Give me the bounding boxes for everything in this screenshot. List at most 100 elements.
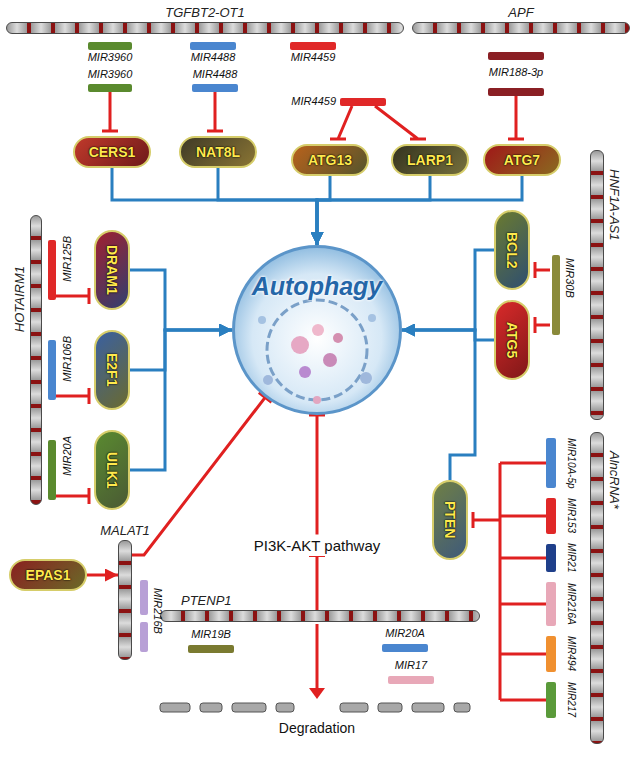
cargo-dot [333, 333, 343, 343]
mirna-bar [546, 544, 556, 572]
node-label: ULK1 [104, 452, 120, 489]
gene-node: ULK1 [94, 430, 130, 510]
connector [218, 168, 317, 245]
node-label: Autophagy [235, 272, 399, 301]
process-note: Degradation [279, 720, 355, 736]
rna-fragment [378, 703, 402, 712]
inhibition-line [473, 512, 500, 528]
connector [112, 168, 317, 245]
lncrna-name: HOTAIRM1 [12, 266, 27, 332]
pathway-node: PI3K-AKT pathway [250, 535, 384, 556]
inhibition-lines [56, 92, 550, 700]
mirna-label: MIR21 [566, 542, 577, 574]
lncrna-strip: TGFBT2-OT1 [6, 22, 404, 34]
inhibition-line [508, 96, 524, 139]
node-label: LARP1 [407, 152, 453, 168]
lncrna-name: TGFBT2-OT1 [165, 5, 244, 20]
mirna-label: MIR3960 [88, 51, 133, 63]
mirna-bars [48, 42, 560, 718]
inhibition-line [56, 488, 89, 504]
rna-fragments [160, 703, 470, 712]
mirna-label: MIR4459 [291, 51, 336, 63]
node-label: PI3K-AKT pathway [254, 537, 380, 554]
lncrna-strip: MALAT1 [118, 540, 132, 660]
vesicle-dot [258, 316, 266, 324]
mirna-label: MIR19B [191, 628, 231, 640]
mirna-label: MIR188-3p [489, 66, 543, 78]
gene-node: ATG13 [291, 144, 369, 176]
node-label: BCL2 [504, 232, 520, 269]
mirna-bar [88, 42, 132, 50]
lncrna-strip: APF [412, 22, 630, 34]
mirna-bar [48, 240, 56, 300]
mirna-label: MIR106B [61, 336, 73, 382]
mirna-label: MIR4488 [191, 51, 236, 63]
mirna-label: MIR4488 [193, 68, 238, 80]
mirna-bar [192, 84, 238, 92]
connector [130, 330, 232, 470]
cargo-dot [299, 366, 311, 378]
mirna-label: MIR3960 [88, 68, 133, 80]
mirna-bar [48, 440, 56, 500]
rna-fragment [340, 703, 368, 712]
mirna-bar [190, 42, 236, 50]
lncrna-name: MALAT1 [100, 523, 150, 538]
mirna-label: MIR10A-5p [566, 436, 577, 490]
connector [402, 330, 475, 480]
rna-fragment [454, 703, 470, 712]
rna-fragment [412, 703, 444, 712]
connector [130, 270, 232, 330]
gene-node: ATG7 [483, 144, 561, 176]
mirna-bar [290, 42, 336, 50]
inhibition-line [535, 317, 550, 333]
mirna-bar [48, 340, 56, 400]
mirna-label: MIR20A [385, 627, 425, 639]
cell-ground [233, 246, 401, 414]
vesicle-dot [368, 314, 376, 322]
connector [315, 556, 318, 611]
mirna-label: MIR4459 [291, 95, 336, 107]
connector [317, 176, 330, 245]
autophagosome-membrane [267, 300, 367, 400]
node-label: PTEN [442, 501, 458, 538]
mirna-label: MIR30B [564, 258, 576, 298]
mirna-bar [488, 88, 544, 96]
gene-node: EPAS1 [9, 559, 87, 591]
gene-node: LARP1 [391, 144, 469, 176]
rna-fragment [200, 703, 222, 712]
degradation-arrow [316, 624, 319, 690]
node-label: CERS1 [89, 144, 136, 160]
inhibition-line [56, 388, 89, 404]
mirna-bar [382, 644, 428, 652]
vesicle-dot [360, 372, 372, 384]
gene-node: CERS1 [73, 136, 151, 168]
cargo-dot [312, 324, 324, 336]
mirna-label: MIR216B [152, 588, 164, 634]
connector [316, 415, 319, 535]
inhibition-line [56, 288, 89, 304]
mirna-bar [552, 255, 560, 335]
mirna-bar [546, 438, 556, 488]
mirna-bar [188, 645, 234, 653]
inhibition-line [375, 106, 426, 139]
node-label: EPAS1 [26, 567, 71, 583]
mirna-label: MIR153 [566, 496, 577, 536]
rna-fragment [276, 703, 294, 712]
connector [402, 250, 494, 330]
lncrna-name: HNF1A-AS1 [607, 169, 622, 241]
mirna-label: MIR20A [61, 436, 73, 476]
mirna-bracket [500, 463, 546, 700]
rna-fragment [232, 703, 266, 712]
mirna-label: MIR17 [395, 659, 427, 671]
lncrna-name: APF [508, 5, 533, 20]
mirna-bar [546, 498, 556, 534]
mirna-bar [340, 98, 386, 106]
lncrna-strip: HOTAIRM1 [30, 215, 42, 505]
node-label: NAT8L [196, 144, 240, 160]
connector [132, 397, 265, 555]
autophagy-circle: Autophagy [232, 245, 402, 415]
gene-node: E2F1 [94, 330, 130, 410]
lncrna-name: PTENP1 [181, 593, 232, 608]
mirna-bar [546, 636, 556, 672]
mirna-bar [88, 84, 132, 92]
